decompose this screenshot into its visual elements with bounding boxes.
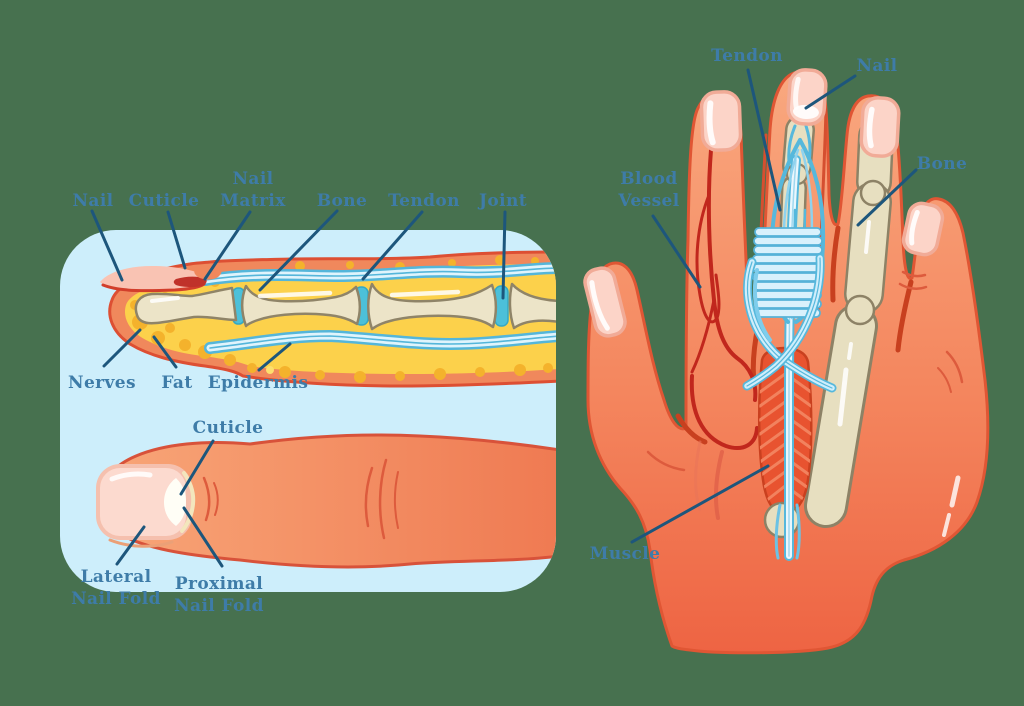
leader-cuticle-top-view — [179, 439, 215, 496]
finger-cross-section — [100, 250, 556, 388]
fingertip-skin — [98, 433, 556, 569]
leader-epidermis — [257, 342, 292, 372]
label-nerves: Nerves — [68, 372, 136, 393]
label-joint: Joint — [478, 190, 528, 211]
ring-nail — [859, 96, 901, 158]
phalanx-bones — [134, 282, 556, 331]
tendon-strands — [774, 503, 801, 560]
label-fat: Fat — [161, 372, 193, 393]
fat-dots — [130, 255, 553, 383]
blood-vessels — [689, 148, 759, 520]
label-proximal-nail-fold: Proximal Nail Fold — [174, 573, 264, 616]
leader-muscle — [630, 464, 770, 544]
leader-joint — [501, 210, 507, 300]
tendon-sheath-coil — [752, 227, 823, 318]
label-bone-hand: Bone — [916, 153, 968, 174]
label-muscle: Muscle — [589, 543, 661, 564]
ring-finger-bones — [804, 118, 894, 528]
leader-tendon-hand — [746, 68, 782, 212]
leader-fat — [152, 335, 178, 369]
nail-matrix-shape — [173, 276, 207, 288]
leader-lateral-nail-fold — [115, 525, 146, 566]
hand-illustration — [583, 68, 990, 655]
left-panel — [60, 230, 556, 592]
label-bone-cross: Bone — [316, 190, 368, 211]
skin-highlights — [942, 475, 961, 537]
hand-wrinkles — [646, 270, 964, 472]
leader-tendon-cross — [361, 210, 424, 281]
leader-cuticle-cross — [166, 210, 187, 270]
bone-highlights — [150, 289, 461, 303]
label-lateral-nail-fold: Lateral Nail Fold — [71, 566, 161, 609]
label-cuticle-top-view: Cuticle — [192, 417, 264, 438]
label-blood-vessel: Blood Vessel — [618, 168, 680, 211]
fingertip-top-view — [96, 433, 556, 569]
label-epidermis: Epidermis — [207, 372, 309, 393]
nail-plate — [100, 468, 186, 536]
leader-nerves — [102, 328, 142, 368]
leader-nail-hand — [804, 74, 857, 110]
thumb-nail — [583, 266, 627, 338]
lunula — [164, 478, 186, 526]
skin-wrinkles — [202, 458, 399, 540]
crossing-tendons — [742, 253, 837, 393]
leader-blood-vessel — [651, 214, 702, 289]
leader-bone-hand — [856, 168, 918, 227]
label-nail-cross: Nail — [72, 190, 114, 211]
leader-bone-cross — [258, 209, 339, 292]
label-nail-matrix: Nail Matrix — [220, 168, 286, 211]
leader-lines — [90, 68, 918, 568]
fingernails — [583, 68, 945, 338]
label-tendon-cross: Tendon — [388, 190, 460, 211]
label-tendon-hand: Tendon — [711, 45, 783, 66]
leader-proximal-nail-fold — [182, 506, 224, 568]
label-nail-hand: Nail — [856, 55, 898, 76]
leader-nail-matrix — [203, 210, 252, 281]
label-cuticle-cross: Cuticle — [128, 190, 200, 211]
leader-nail-cross — [90, 209, 124, 282]
